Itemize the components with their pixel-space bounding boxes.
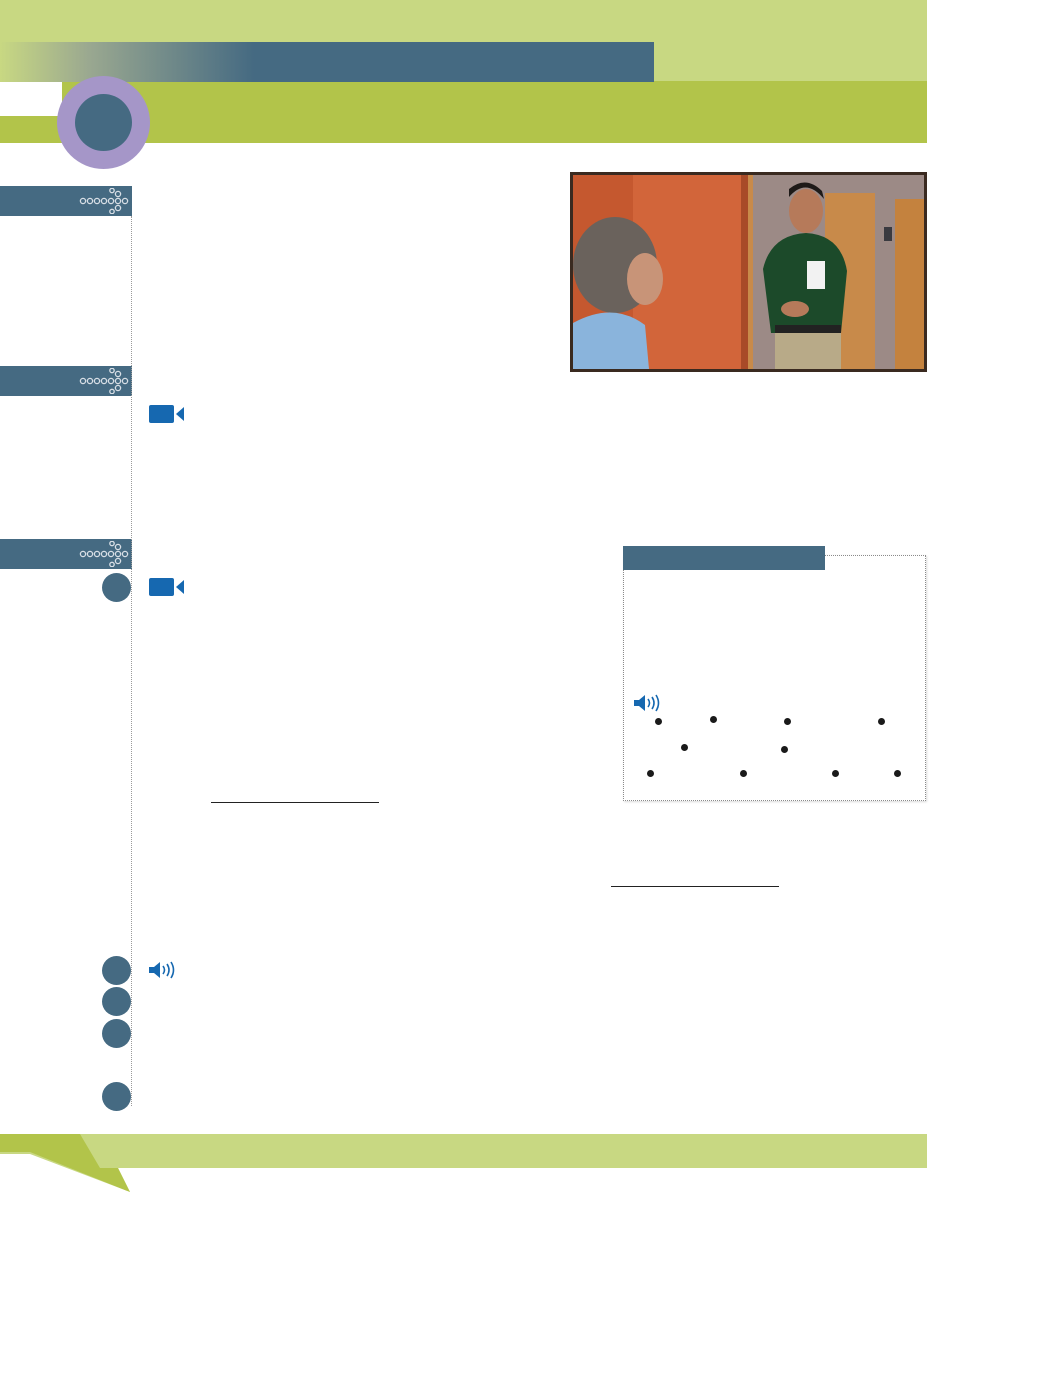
bullet-dot [781, 746, 788, 753]
bullet-dot [740, 770, 747, 777]
lesson-number-badge-inner [75, 94, 132, 151]
dotted-arrow-icon [79, 368, 129, 394]
bullet-dot [647, 770, 654, 777]
header-gradient-fade [0, 42, 254, 82]
video-camera-icon[interactable] [149, 404, 185, 424]
dotted-arrow-icon [79, 188, 129, 214]
vocabulary-box-header [623, 546, 825, 570]
video-camera-icon[interactable] [149, 577, 185, 597]
answer-blank[interactable] [211, 802, 379, 803]
answer-blank[interactable] [611, 886, 779, 887]
exercise-number-badge [102, 573, 131, 602]
bullet-dot [681, 744, 688, 751]
exercise-number-badge [102, 1019, 131, 1048]
section-tab-2 [0, 366, 132, 396]
bullet-dot [832, 770, 839, 777]
bullet-dot [878, 718, 885, 725]
bullet-dot [710, 716, 717, 723]
bullet-dot [784, 718, 791, 725]
header-green-band [0, 81, 927, 143]
bullet-dot [655, 718, 662, 725]
exercise-number-badge [102, 1082, 131, 1111]
section-tab-3 [0, 539, 132, 569]
speaker-icon[interactable] [148, 960, 178, 980]
photo-doctor-patient [570, 172, 927, 372]
margin-dotted-rule [131, 216, 132, 1106]
bullet-dot [894, 770, 901, 777]
speaker-icon[interactable] [633, 693, 663, 713]
section-tab-1 [0, 186, 132, 216]
footer-band [0, 1134, 927, 1192]
header-left-gap [0, 82, 62, 116]
dotted-arrow-icon [79, 541, 129, 567]
vocabulary-box [623, 555, 926, 801]
exercise-number-badge [102, 956, 131, 985]
exercise-number-badge [102, 987, 131, 1016]
